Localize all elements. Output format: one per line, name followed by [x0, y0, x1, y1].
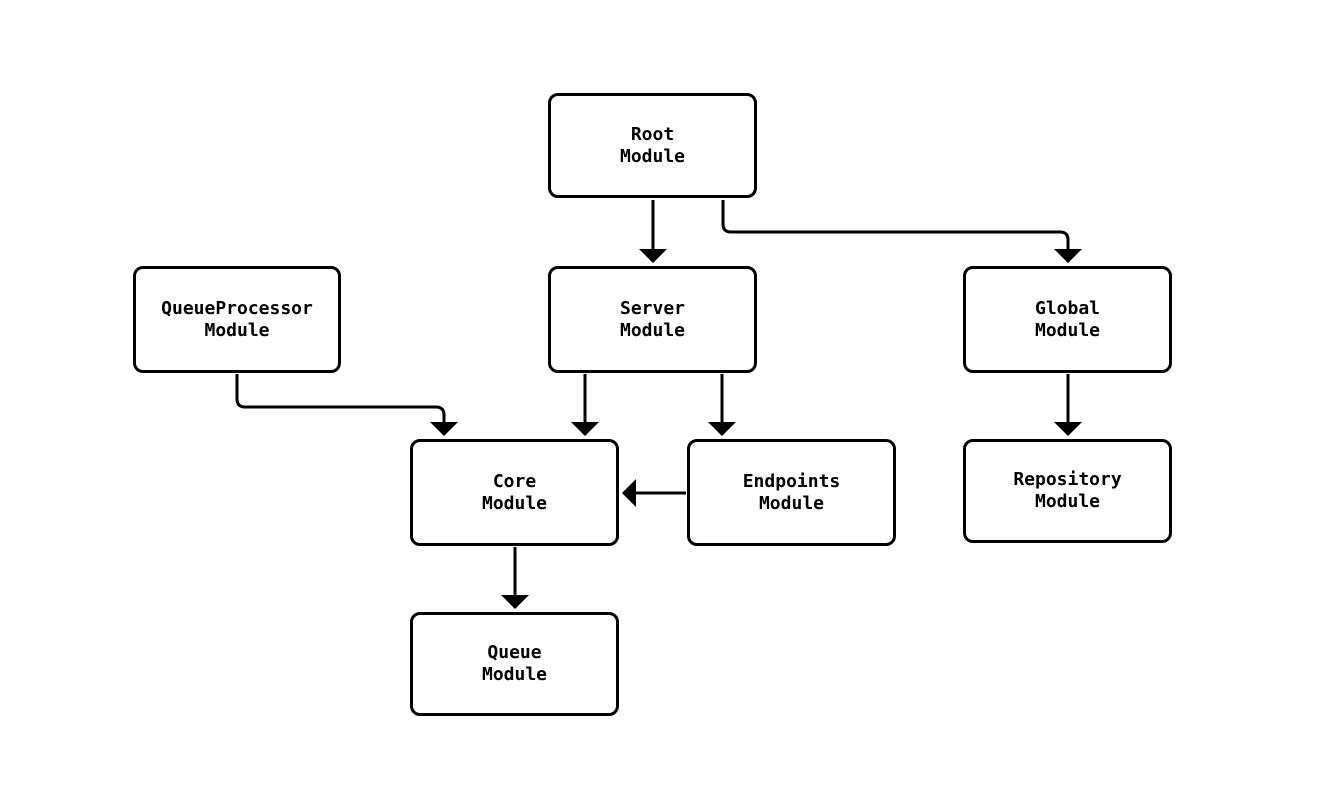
node-endpoints-module-label: Endpoints Module — [742, 470, 841, 514]
edge-root-to-global — [721, 200, 1082, 263]
node-endpoints-module: Endpoints Module — [687, 439, 896, 546]
node-global-module: Global Module — [963, 266, 1172, 373]
node-queue-module-label: Queue Module — [481, 642, 548, 685]
node-global-module-label: Global Module — [1034, 297, 1101, 341]
node-root-module-label: Root Module — [619, 123, 686, 167]
node-repository-module-label: Repository Module — [1013, 469, 1122, 512]
node-server-module-label: Server Module — [619, 297, 686, 341]
node-queue-module: Queue Module — [410, 612, 619, 716]
node-server-module: Server Module — [548, 266, 757, 373]
edge-queueprocessor-to-core — [235, 374, 458, 436]
node-core-module-label: Core Module — [481, 470, 548, 514]
node-repository-module: Repository Module — [963, 439, 1172, 543]
node-root-module: Root Module — [548, 93, 757, 198]
node-queueprocessor-module-label: QueueProcessor Module — [161, 297, 313, 341]
node-core-module: Core Module — [410, 439, 619, 546]
node-queueprocessor-module: QueueProcessor Module — [133, 266, 341, 373]
